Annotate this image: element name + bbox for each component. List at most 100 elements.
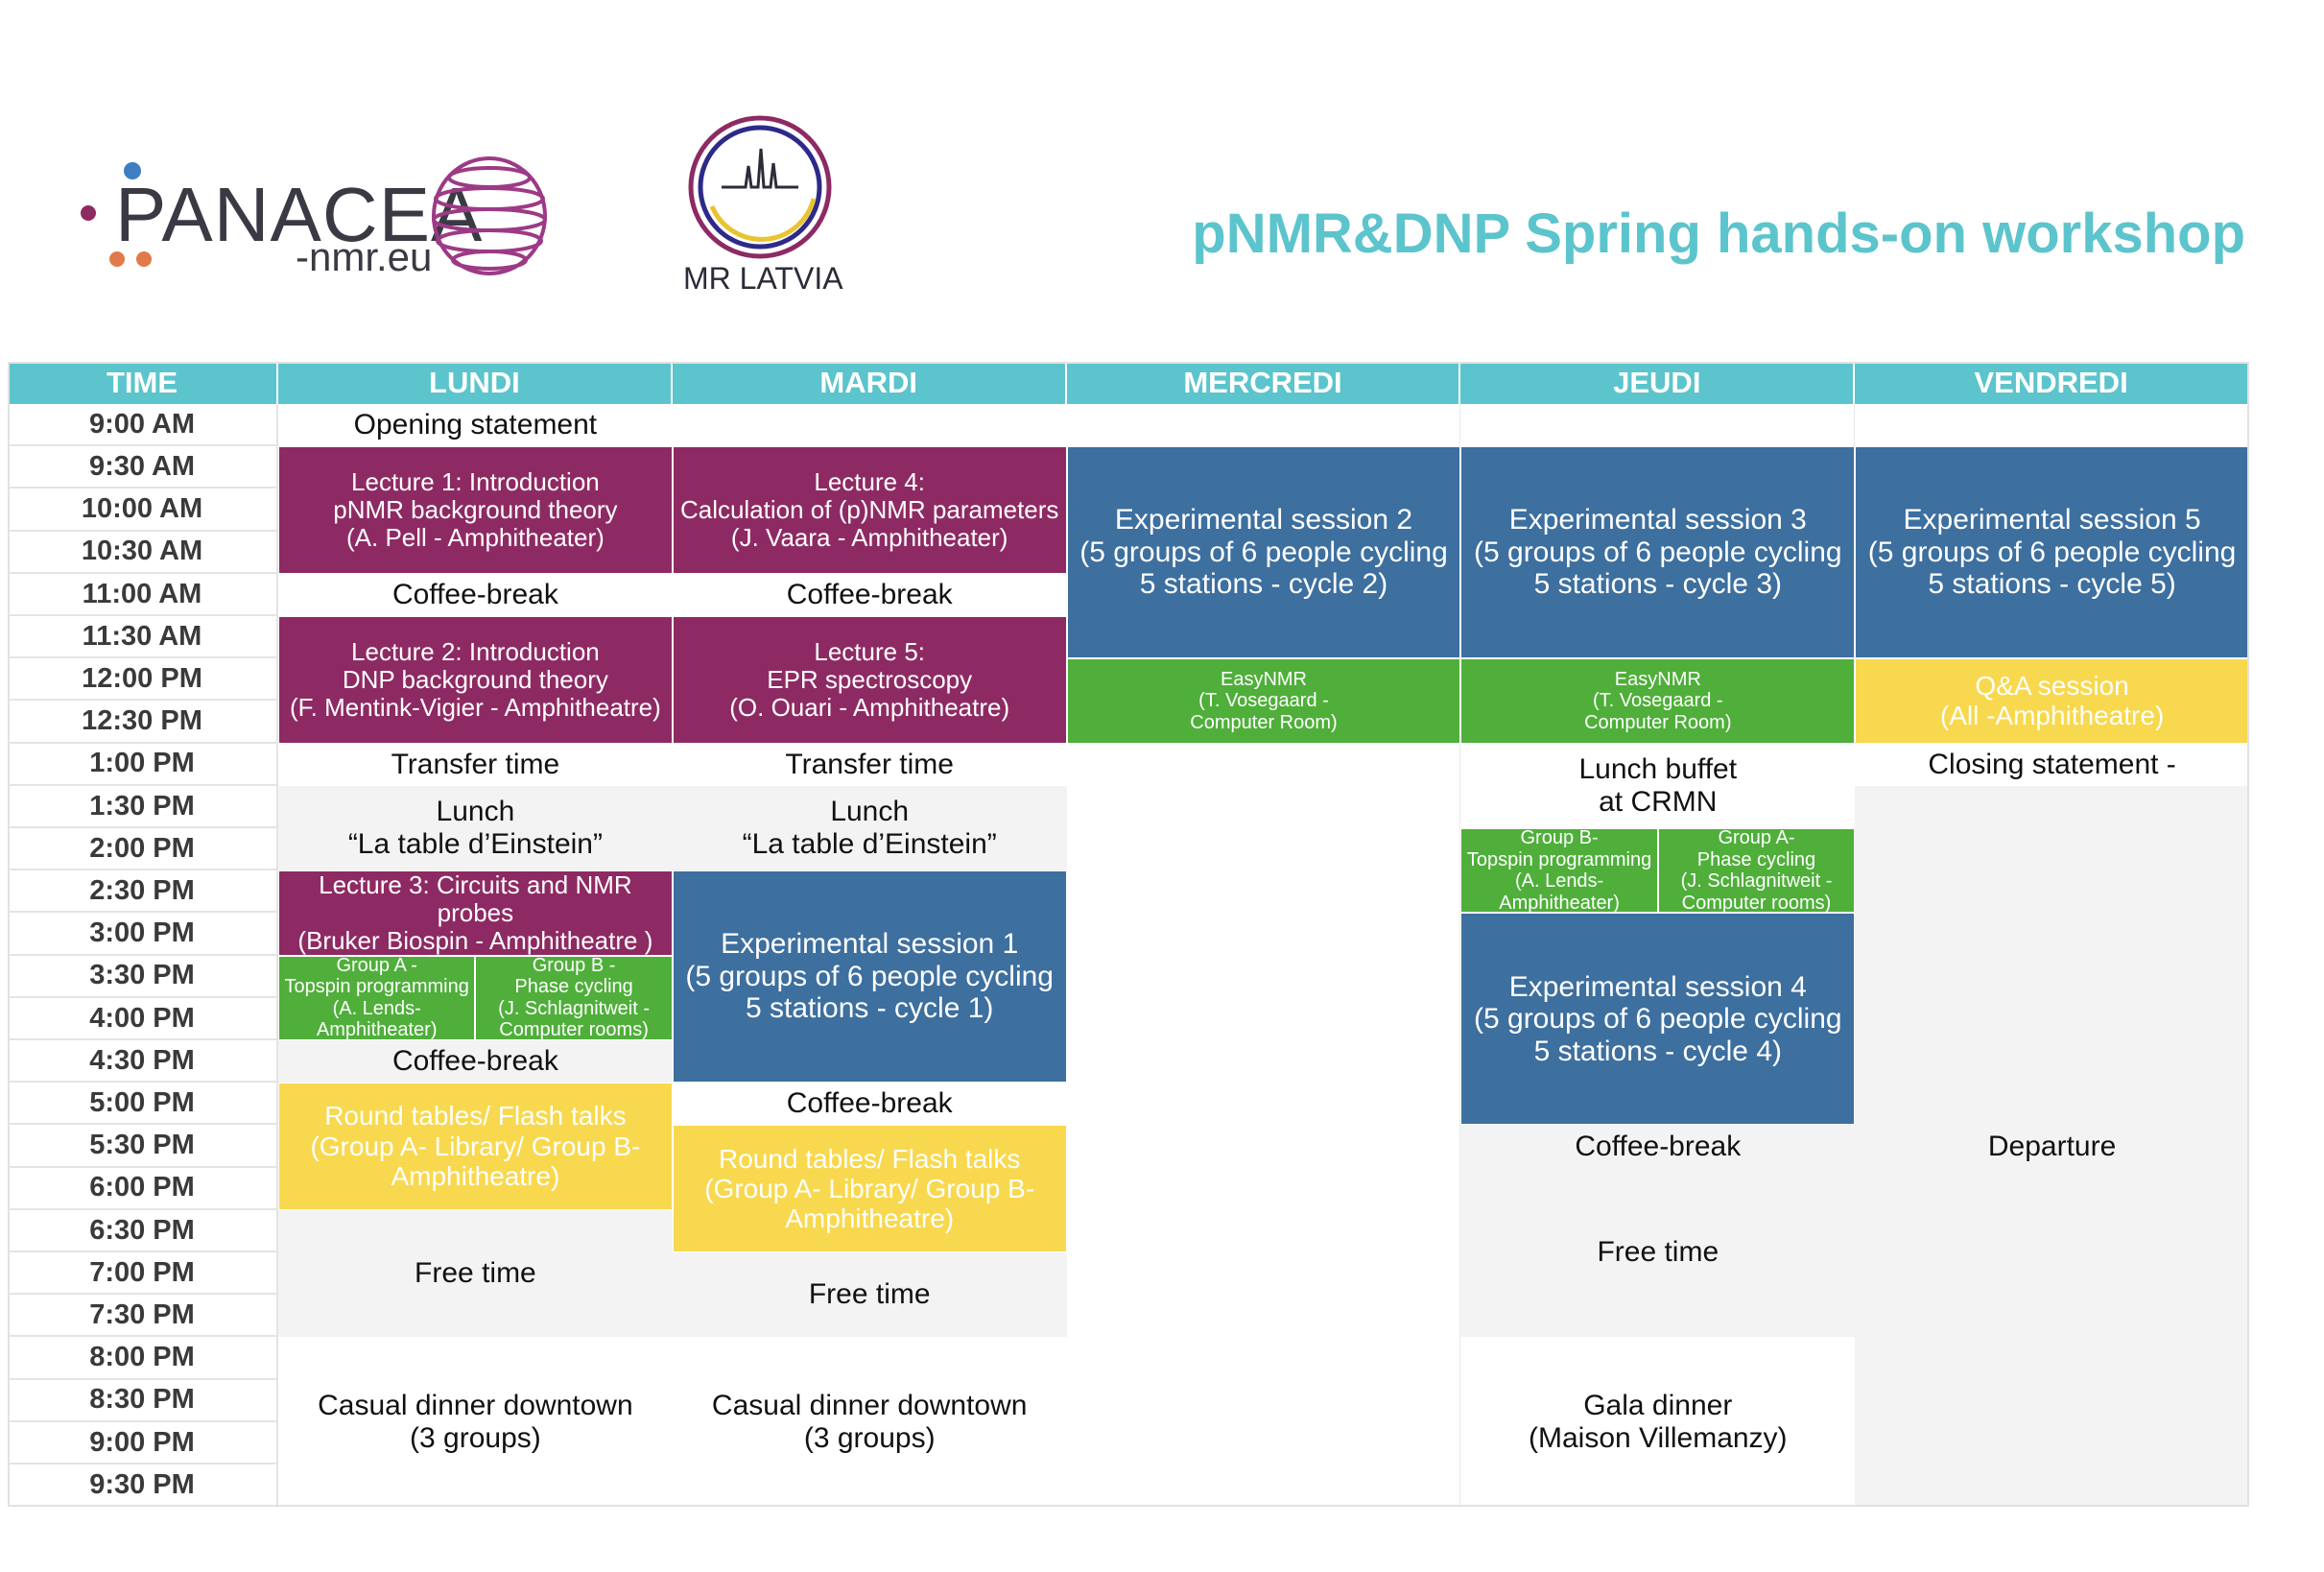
schedule-event-label: Group A- Phase cycling (J. Schlagnitweit…	[1680, 827, 1833, 914]
schedule-event-label: Group B- Topspin programming (A. Lends- …	[1466, 827, 1652, 914]
time-slot-label: 8:00 PM	[89, 1342, 195, 1373]
time-slot-label: 7:30 PM	[89, 1299, 195, 1331]
time-slot-label: 4:00 PM	[89, 1002, 195, 1034]
schedule-event: EasyNMR (T. Vosegaard - Computer Room)	[1460, 658, 1856, 744]
schedule-event-label: Lecture 4: Calculation of (p)NMR paramet…	[679, 466, 1059, 553]
panacea-dots-icon	[81, 162, 152, 267]
schedule-event-label: Experimental session 4 (5 groups of 6 pe…	[1474, 970, 1842, 1067]
time-slot: 4:00 PM	[8, 997, 278, 1040]
time-slot: 6:00 PM	[8, 1167, 278, 1210]
schedule-event: Round tables/ Flash talks (Group A- Libr…	[672, 1125, 1067, 1252]
time-slot-label: 5:30 PM	[89, 1130, 195, 1161]
schedule-event-label: Coffee-break	[391, 1045, 558, 1078]
mrlatvia-label: MR LATVIA	[683, 261, 843, 296]
globe-spiral-icon	[432, 156, 547, 275]
schedule-event: Casual dinner downtown (3 groups)	[278, 1337, 673, 1508]
schedule-event: Round tables/ Flash talks (Group A- Libr…	[278, 1083, 673, 1210]
schedule-event-label: Group B - Phase cycling (J. Schlagnitwei…	[498, 955, 650, 1041]
schedule-event-label: Free time	[415, 1257, 536, 1290]
day-header-lundi: LUNDI	[278, 362, 673, 404]
schedule-event: Lecture 3: Circuits and NMR probes (Bruk…	[278, 869, 673, 956]
schedule-event-label: Departure	[1987, 1130, 2117, 1162]
time-slot-label: 3:00 PM	[89, 917, 195, 949]
day-header-mardi-label: MARDI	[819, 365, 917, 399]
schedule-event-label: Experimental session 3 (5 groups of 6 pe…	[1474, 504, 1842, 601]
schedule-event-label: Transfer time	[785, 748, 954, 780]
time-slot: 9:00 AM	[8, 404, 278, 447]
schedule-event-label: Q&A session (All -Amphitheatre)	[1939, 671, 2165, 731]
time-slot: 9:30 PM	[8, 1465, 278, 1508]
time-slot: 6:30 PM	[8, 1209, 278, 1252]
schedule-event: Experimental session 5 (5 groups of 6 pe…	[1855, 446, 2249, 659]
schedule-event: Experimental session 2 (5 groups of 6 pe…	[1066, 446, 1461, 659]
schedule-event: Experimental session 1 (5 groups of 6 pe…	[672, 870, 1067, 1084]
time-slot: 12:00 PM	[8, 658, 278, 702]
schedule-event-label: Lunch “La table d’Einstein”	[347, 796, 603, 860]
time-slot: 10:00 AM	[8, 488, 278, 532]
time-slot: 5:00 PM	[8, 1083, 278, 1126]
time-slot: 7:00 PM	[8, 1252, 278, 1296]
schedule-event-label: Lecture 3: Circuits and NMR probes (Bruk…	[297, 869, 653, 955]
time-slot: 12:30 PM	[8, 701, 278, 744]
schedule-event: Gala dinner (Maison Villemanzy)	[1460, 1337, 1856, 1508]
time-slot-label: 9:30 AM	[88, 451, 196, 483]
time-column-header-label: TIME	[106, 365, 178, 399]
time-slot: 2:30 PM	[8, 870, 278, 914]
schedule-event-label: Experimental session 5 (5 groups of 6 pe…	[1867, 504, 2237, 601]
schedule-event-label: Coffee-break	[786, 579, 953, 611]
schedule-event-label: Lunch buffet at CRMN	[1578, 753, 1738, 818]
time-slot-label: 11:00 AM	[82, 578, 202, 609]
schedule-event-label: Experimental session 2 (5 groups of 6 pe…	[1079, 504, 1448, 601]
schedule-event: Free time	[672, 1252, 1067, 1338]
time-slot: 1:30 PM	[8, 785, 278, 828]
time-slot: 11:00 AM	[8, 573, 278, 616]
time-slot-label: 5:00 PM	[89, 1087, 195, 1119]
schedule-event-label: Lecture 5: EPR spectroscopy (O. Ouari - …	[729, 636, 1010, 722]
schedule-event-label: Casual dinner downtown (3 groups)	[318, 1390, 633, 1454]
schedule-event-label: Coffee-break	[786, 1087, 953, 1120]
schedule-event-label: Transfer time	[391, 748, 560, 780]
schedule-event: Coffee-break	[1460, 1125, 1856, 1168]
time-slot: 7:30 PM	[8, 1295, 278, 1338]
day-header-jeudi: JEUDI	[1460, 362, 1856, 404]
schedule-event: Free time	[1460, 1167, 1856, 1338]
schedule-event: Q&A session (All -Amphitheatre)	[1855, 658, 2249, 744]
schedule-event: Opening statement	[278, 404, 673, 447]
schedule-event-label: Casual dinner downtown (3 groups)	[711, 1390, 1028, 1454]
panacea-wordmark: PANACEA	[115, 172, 484, 257]
schedule-event: Group B - Phase cycling (J. Schlagnitwei…	[475, 955, 673, 1041]
schedule-event: Lecture 4: Calculation of (p)NMR paramet…	[672, 446, 1067, 574]
schedule-event-label: Free time	[1597, 1236, 1719, 1269]
schedule-event-label: Gala dinner (Maison Villemanzy)	[1529, 1390, 1788, 1454]
page-title: pNMR&DNP Spring hands-on workshop	[1192, 202, 2245, 265]
time-column-header: TIME	[8, 362, 278, 404]
day-header-mercredi-label: MERCREDI	[1183, 365, 1342, 399]
schedule-event: Departure	[1855, 785, 2249, 1508]
schedule-event: Coffee-break	[278, 1040, 673, 1084]
schedule-event: Group A - Topspin programming (A. Lends-…	[278, 955, 476, 1040]
time-slot-label: 10:00 AM	[81, 493, 203, 525]
time-slot: 8:00 PM	[8, 1337, 278, 1380]
time-slot-label: 3:30 PM	[89, 960, 195, 991]
time-slot-label: 6:30 PM	[89, 1214, 195, 1246]
day-header-mercredi: MERCREDI	[1066, 362, 1461, 404]
time-slot: 9:00 PM	[8, 1421, 278, 1465]
schedule-event-label: Free time	[808, 1278, 931, 1311]
time-slot: 8:30 PM	[8, 1379, 278, 1422]
time-slot-label: 1:30 PM	[89, 790, 195, 822]
schedule-event: Casual dinner downtown (3 groups)	[672, 1337, 1067, 1508]
schedule-event: Lunch “La table d’Einstein”	[278, 785, 673, 871]
schedule-event	[672, 404, 1067, 447]
schedule-event-label: Lunch “La table d’Einstein”	[742, 796, 997, 860]
schedule-event-label: Experimental session 1 (5 groups of 6 pe…	[685, 928, 1054, 1025]
schedule-event: Group B- Topspin programming (A. Lends- …	[1460, 827, 1658, 914]
schedule-event: Closing statement -	[1855, 743, 2249, 786]
schedule-event: Lecture 5: EPR spectroscopy (O. Ouari - …	[672, 616, 1067, 744]
schedule-event-label: EasyNMR (T. Vosegaard - Computer Room)	[1584, 668, 1732, 733]
time-slot-label: 10:30 AM	[81, 536, 203, 567]
schedule-event-label: Lecture 1: Introduction pNMR background …	[333, 466, 618, 553]
schedule-event-label: Coffee-break	[1575, 1130, 1742, 1162]
schedule-event-label: EasyNMR (T. Vosegaard - Computer Room)	[1190, 668, 1338, 733]
schedule-event: Lunch “La table d’Einstein”	[672, 785, 1067, 871]
